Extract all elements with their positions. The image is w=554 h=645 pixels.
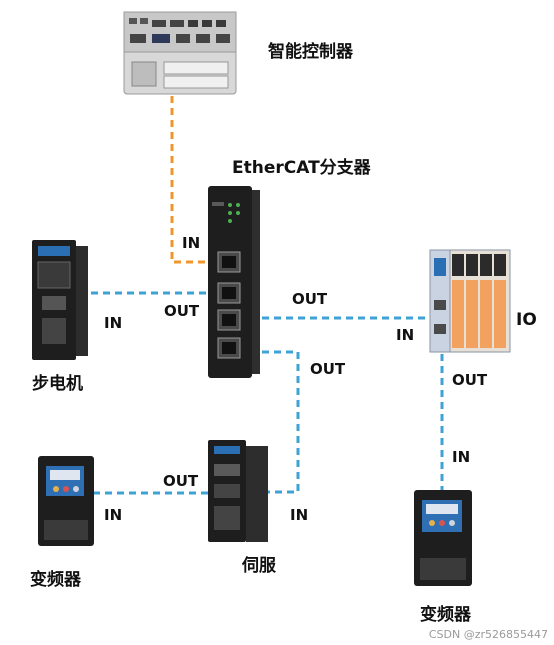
switch-out3-label: OUT xyxy=(310,360,346,378)
io-in-label: IN xyxy=(396,326,415,344)
vfd-right-in-label: IN xyxy=(452,448,471,466)
vfd-left-label: 变频器 xyxy=(30,570,81,590)
servo-drive-device xyxy=(208,440,268,542)
ethercat-switch-device xyxy=(208,186,260,378)
io-out-label: OUT xyxy=(452,371,488,389)
smart-controller-device xyxy=(123,11,237,95)
vfd-right-label: 变频器 xyxy=(420,605,471,625)
connection-lines xyxy=(72,96,444,495)
vfd-left-out-label: OUT xyxy=(163,472,199,490)
io-label: IO xyxy=(516,310,537,330)
controller-label: 智能控制器 xyxy=(268,42,353,62)
stepper-drive-device xyxy=(32,240,88,360)
servo-label: 伺服 xyxy=(242,556,276,576)
switch-out1-label: OUT xyxy=(292,290,328,308)
switch-to-servo-link xyxy=(240,350,300,494)
watermark-text: CSDN @zr526855447 xyxy=(428,628,548,641)
switch-label: EtherCAT分支器 xyxy=(232,158,371,178)
stepper-in-label: IN xyxy=(104,314,123,332)
switch-in-label: IN xyxy=(182,234,201,252)
vfd-right-device xyxy=(414,490,472,586)
controller-to-switch-link xyxy=(170,96,220,264)
servo-in-label: IN xyxy=(290,506,309,524)
stepper-label: 步电机 xyxy=(32,374,83,394)
stepper-out-label: OUT xyxy=(164,302,200,320)
vfd-left-device xyxy=(38,456,94,546)
vfd-left-in-label: IN xyxy=(104,506,123,524)
io-module-device xyxy=(429,249,511,353)
